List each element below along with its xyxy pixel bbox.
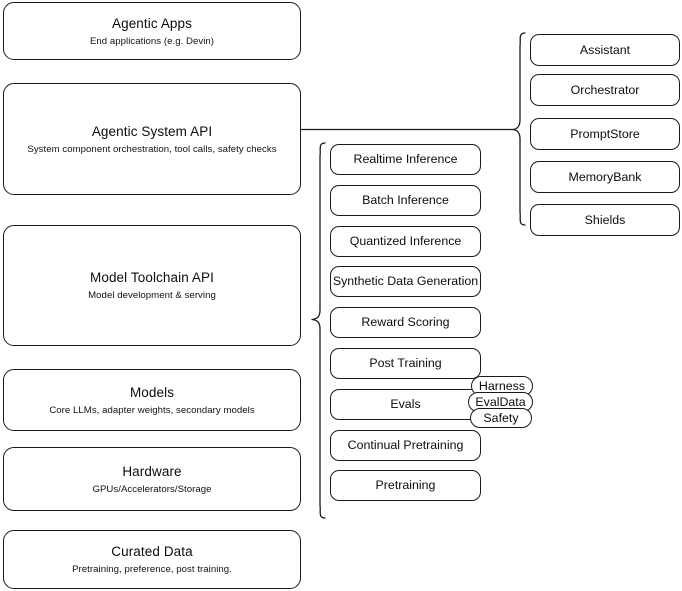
layer-title: Curated Data xyxy=(111,544,193,559)
system-component-label: PromptStore xyxy=(570,126,640,141)
system-component-label: Orchestrator xyxy=(570,82,640,97)
layer-title: Models xyxy=(129,384,175,400)
system-component-orchestrator[interactable]: Orchestrator xyxy=(530,74,680,106)
capability-quantized-inference[interactable]: Quantized Inference xyxy=(330,226,481,257)
layer-agentic-system-api[interactable]: Agentic System API System component orch… xyxy=(3,83,301,195)
system-component-memorybank[interactable]: MemoryBank xyxy=(530,161,680,193)
capability-label: Synthetic Data Generation xyxy=(332,274,479,288)
layer-subtitle: GPUs/Accelerators/Storage xyxy=(92,483,212,495)
layer-model-toolchain-api[interactable]: Model Toolchain API Model development & … xyxy=(3,225,301,346)
system-components-brace xyxy=(512,32,526,226)
toolchain-capabilities-brace xyxy=(311,142,326,519)
capability-label: Quantized Inference xyxy=(349,234,462,248)
capability-label: Evals xyxy=(390,397,421,411)
layer-hardware[interactable]: Hardware GPUs/Accelerators/Storage xyxy=(3,447,301,511)
capability-post-training[interactable]: Post Training xyxy=(330,348,481,379)
system-component-label: MemoryBank xyxy=(568,169,642,184)
evals-tag-label: Safety xyxy=(483,411,519,425)
capability-reward-scoring[interactable]: Reward Scoring xyxy=(330,307,481,338)
layer-title: Hardware xyxy=(122,463,182,479)
system-component-label: Shields xyxy=(584,212,626,227)
capability-label: Realtime Inference xyxy=(353,152,458,166)
system-component-assistant[interactable]: Assistant xyxy=(530,34,680,66)
system-component-shields[interactable]: Shields xyxy=(530,204,680,236)
capability-evals[interactable]: Evals xyxy=(330,389,481,420)
layer-models[interactable]: Models Core LLMs, adapter weights, secon… xyxy=(3,369,301,431)
evals-tag-label: Harness xyxy=(478,379,526,393)
layer-agentic-apps[interactable]: Agentic Apps End applications (e.g. Devi… xyxy=(3,2,301,60)
layer-subtitle: System component orchestration, tool cal… xyxy=(27,143,277,155)
system-component-promptstore[interactable]: PromptStore xyxy=(530,118,680,150)
capability-label: Batch Inference xyxy=(362,193,449,207)
capability-label: Continual Pretraining xyxy=(347,438,464,452)
layer-title: Agentic System API xyxy=(91,123,213,139)
evals-tag-safety[interactable]: Safety xyxy=(470,408,532,428)
capability-batch-inference[interactable]: Batch Inference xyxy=(330,185,481,216)
capability-label: Reward Scoring xyxy=(361,315,450,329)
system-component-label: Assistant xyxy=(579,42,631,57)
layer-subtitle: Pretraining, preference, post training. xyxy=(72,564,232,575)
layer-title: Model Toolchain API xyxy=(90,270,214,285)
capability-label: Pretraining xyxy=(375,478,436,492)
evals-tag-label: EvalData xyxy=(475,395,526,409)
layer-subtitle: Model development & serving xyxy=(88,290,216,301)
capability-realtime-inference[interactable]: Realtime Inference xyxy=(330,144,481,175)
capability-label: Post Training xyxy=(369,356,442,370)
capability-continual-pretraining[interactable]: Continual Pretraining xyxy=(330,430,481,461)
layer-subtitle: End applications (e.g. Devin) xyxy=(89,35,215,47)
layer-curated-data[interactable]: Curated Data Pretraining, preference, po… xyxy=(3,530,301,589)
layer-title: Agentic Apps xyxy=(111,15,192,31)
capability-synthetic-data-generation[interactable]: Synthetic Data Generation xyxy=(330,266,481,297)
capability-pretraining[interactable]: Pretraining xyxy=(330,470,481,501)
layer-subtitle: Core LLMs, adapter weights, secondary mo… xyxy=(49,404,255,416)
